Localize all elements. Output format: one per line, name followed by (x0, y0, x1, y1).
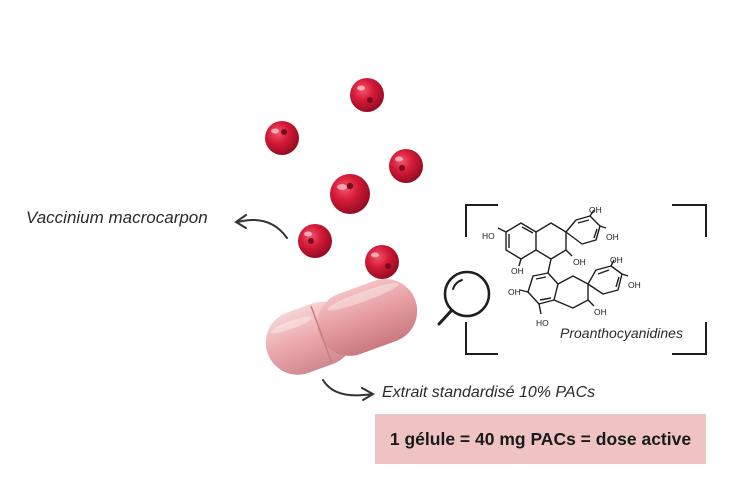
capsule (265, 278, 418, 375)
atom-label: OH (589, 205, 602, 215)
molecule-structure (497, 209, 629, 315)
magnifier-icon (437, 270, 491, 326)
cranberry (365, 245, 399, 279)
cranberry (265, 121, 299, 155)
dose-text: 1 gélule = 40 mg PACs = dose active (389, 428, 692, 449)
cranberry (389, 149, 423, 183)
atom-label: OH (606, 232, 619, 242)
atom-label: OH (508, 287, 521, 297)
atom-label: HO (482, 231, 495, 241)
cranberry (330, 174, 370, 214)
species-label: Vaccinium macrocarpon (26, 208, 208, 227)
molecule-label: Proanthocyanidines (560, 325, 683, 341)
atom-label: OH (573, 257, 586, 267)
cranberry (298, 224, 332, 258)
cranberry (350, 78, 384, 112)
atom-label: HO (536, 318, 549, 328)
extract-label: Extrait standardisé 10% PACs (382, 384, 596, 401)
dose-banner: 1 gélule = 40 mg PACs = dose active (375, 414, 706, 464)
atom-label: OH (610, 255, 623, 265)
atom-label: OH (511, 266, 524, 276)
curved-arrow-icon (234, 214, 288, 239)
atom-label: OH (628, 280, 641, 290)
curved-arrow-icon (322, 379, 376, 401)
atom-label: OH (594, 307, 607, 317)
bracket-frame (465, 204, 707, 355)
